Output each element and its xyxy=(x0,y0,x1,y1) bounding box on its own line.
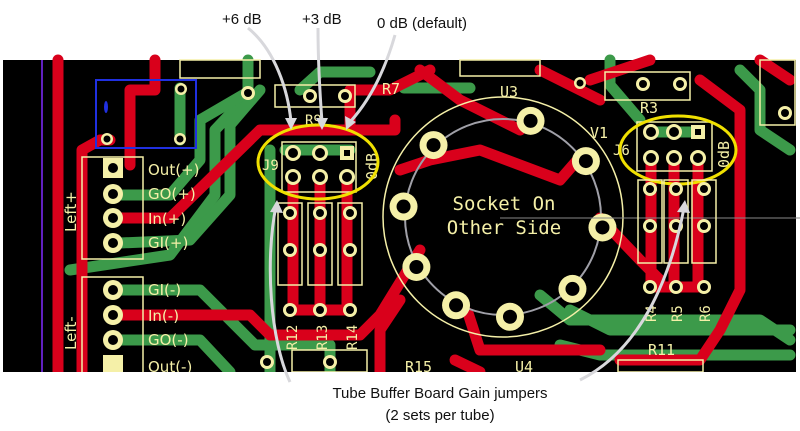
pin-label: GI(+) xyxy=(148,234,188,252)
pin-label: In(-) xyxy=(148,307,179,325)
arrow-plus6 xyxy=(247,26,293,123)
socket-label-line2: Other Side xyxy=(447,217,561,239)
ref-r15: R15 xyxy=(405,358,432,376)
socket-pin-hole xyxy=(595,220,610,235)
connector-left-plus: Left+ Out(+) GO(+) In(+) GI(+) xyxy=(62,156,199,260)
connector-title: Left- xyxy=(62,316,80,350)
caption-area xyxy=(0,372,800,431)
top-components xyxy=(101,59,796,145)
pin-label: In(+) xyxy=(148,210,186,228)
ref-j9: J9 xyxy=(262,158,279,174)
arrow-caption-j6 xyxy=(579,207,686,382)
ref-r7: R7 xyxy=(382,80,400,98)
ref-r3: R3 xyxy=(640,99,658,117)
caption-line1: Tube Buffer Board Gain jumpers xyxy=(332,385,547,402)
ref-u4: U4 xyxy=(515,358,533,376)
resistors-r12-r14: R12 R13 R14 xyxy=(260,202,368,373)
socket-pin-hole xyxy=(578,154,593,169)
ref-r14: R14 xyxy=(345,325,361,350)
label-plus6-db: +6 dB xyxy=(222,11,262,28)
arrow-plus3 xyxy=(316,27,324,123)
ref-r11: R11 xyxy=(648,341,675,359)
j6-0db-label: 0dB xyxy=(715,141,733,168)
socket-pin-hole xyxy=(523,113,538,128)
socket-pin-hole xyxy=(396,199,411,214)
blue-marker xyxy=(104,101,108,113)
socket-pin-hole xyxy=(426,138,441,153)
socket-label-line1: Socket On xyxy=(453,193,556,215)
resistors-r4-r6: R4 R5 R6 xyxy=(617,179,717,373)
tube-socket-v1: Socket On Other Side xyxy=(382,96,624,338)
pin-label: Out(+) xyxy=(148,161,199,179)
caption-line2: (2 sets per tube) xyxy=(385,407,494,424)
ref-u3: U3 xyxy=(500,83,518,101)
pin-label: Out(-) xyxy=(148,358,192,376)
pin-label: GO(-) xyxy=(148,331,189,349)
arrow-0db xyxy=(348,34,397,124)
highlight-ellipse-j9 xyxy=(256,123,380,201)
socket-pin-hole xyxy=(409,260,424,274)
connector-left-minus: Left- GI(-) In(-) GO(-) Out(-) xyxy=(62,276,192,378)
ref-r12: R12 xyxy=(285,325,301,350)
socket-pin-hole xyxy=(449,298,464,313)
ref-r5: R5 xyxy=(670,305,686,322)
jumper-header-j9[interactable]: J9 0dB R9 xyxy=(262,113,381,193)
annotation-arrows xyxy=(247,26,690,383)
label-plus3-db: +3 dB xyxy=(302,11,342,28)
arrow-caption-j9 xyxy=(268,205,292,383)
label-0db-default: 0 dB (default) xyxy=(377,15,467,32)
component-outline-blue xyxy=(95,79,197,149)
ref-v1: V1 xyxy=(590,124,608,142)
pin-label: GI(-) xyxy=(148,281,181,299)
socket-pin-hole xyxy=(565,281,580,296)
pin-label: GO(+) xyxy=(148,185,196,203)
connector-title: Left+ xyxy=(62,191,80,232)
ref-r13: R13 xyxy=(315,325,331,350)
ref-r6: R6 xyxy=(698,305,714,322)
socket-pin-hole xyxy=(502,309,517,324)
